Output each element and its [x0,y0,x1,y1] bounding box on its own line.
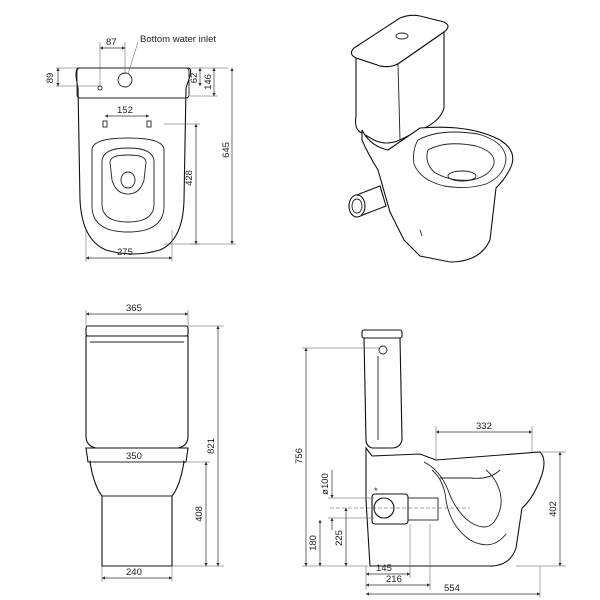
side-view-tank-lid [361,329,403,339]
front-view: 365 350 821 408 240 [85,303,224,582]
dim-62: 62 [189,73,200,84]
top-view-tank [76,67,190,99]
dim-225: 225 [334,530,345,546]
dim-821: 821 [206,438,217,454]
perspective-pipe-end [348,194,366,218]
dim-332: 332 [476,421,492,432]
perspective-bowl-body [361,126,514,263]
perspective-flush-button [395,32,409,40]
top-view: 87 Bottom water inlet 89 62 146 152 428 … [45,34,236,262]
side-view-bowl [365,446,545,567]
dim-240: 240 [126,567,142,578]
dim-145: 145 [376,563,392,574]
dim-146: 146 [203,74,214,90]
top-view-seat-outer [91,137,165,233]
front-view-tank-lid [85,325,189,337]
perspective-bowl-inner [426,143,495,181]
top-view-fixing-hole-left [102,120,108,128]
dim-89: 89 [45,73,56,84]
dim-275: 275 [117,247,133,258]
perspective-view [348,14,514,263]
top-view-bowl-hole [109,154,147,195]
dim-180: 180 [308,535,319,551]
front-view-tank [85,335,189,449]
perspective-bowl-rim [413,131,507,189]
perspective-trap [447,170,477,182]
dim-100: ø100 [320,473,331,495]
dim-554: 554 [444,583,460,594]
dim-408: 408 [194,506,205,522]
dim-645: 645 [221,142,232,158]
top-view-bowl-outline [75,67,192,255]
front-view-pedestal [89,461,185,567]
dim-365: 365 [126,303,142,314]
side-view: * 332 756 402 ø100 180 225 145 [294,329,566,598]
dim-756: 756 [294,448,305,464]
label-star: * [374,486,378,497]
top-view-seat-inner [101,147,155,223]
dim-216: 216 [386,574,402,585]
dim-87: 87 [106,37,117,48]
dim-428: 428 [184,170,195,186]
dim-402: 402 [548,501,559,517]
top-view-trap [120,171,136,189]
side-view-tank [363,337,403,449]
dim-152: 152 [117,105,133,116]
side-view-trapway [423,461,502,528]
label-bottom-water-inlet: Bottom water inlet [140,34,216,45]
top-view-fixing-hole-right [146,120,152,128]
dim-350: 350 [126,451,142,462]
